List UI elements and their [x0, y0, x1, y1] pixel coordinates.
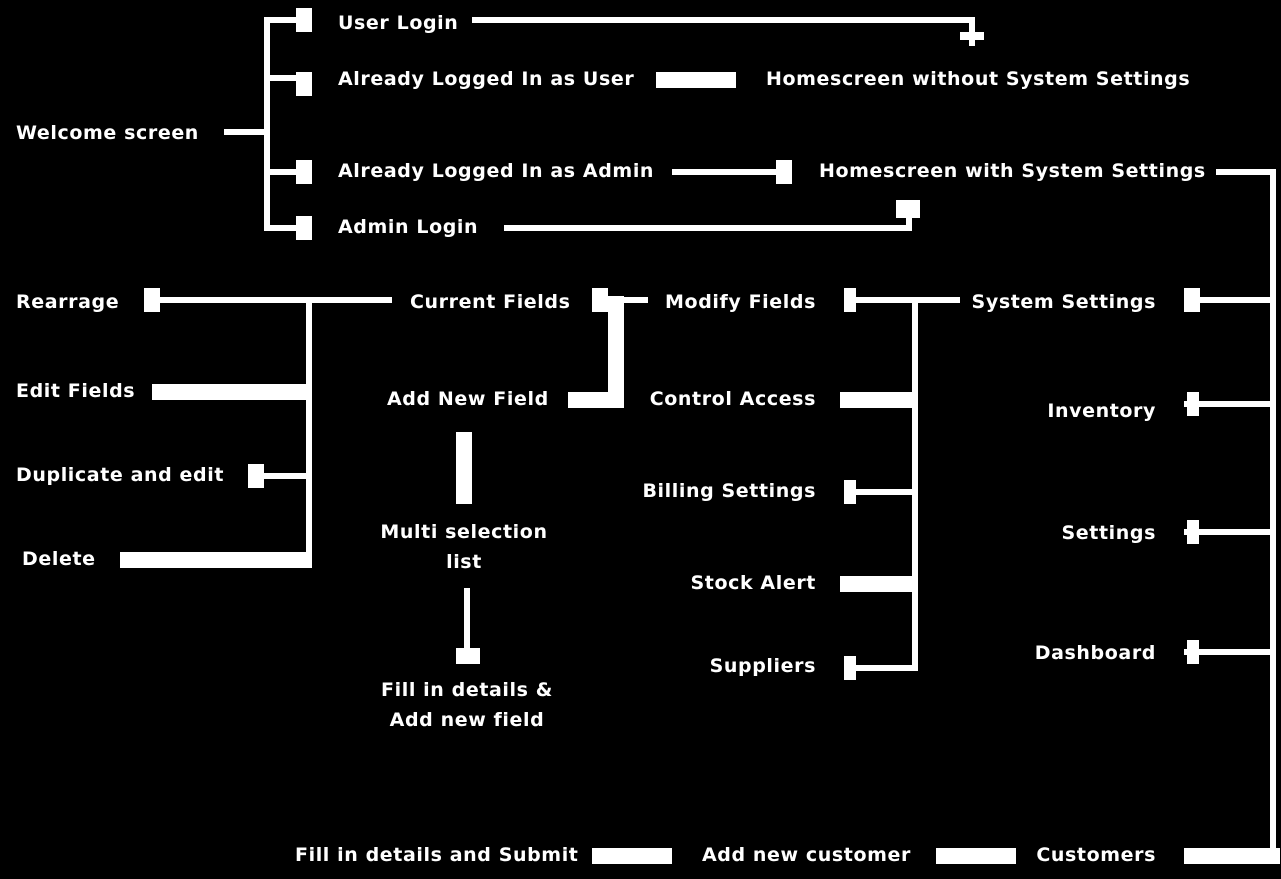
homescreen-with-settings-node: Homescreen with System Settings	[819, 160, 1206, 182]
edit-fields-node: Edit Fields	[16, 380, 136, 402]
stock-alert-node: Stock Alert	[690, 572, 816, 594]
welcome-screen-node: Welcome screen	[16, 122, 199, 144]
customers-node: Customers	[1036, 844, 1156, 866]
billing-settings-node: Billing Settings	[642, 480, 816, 502]
fill-details-add-field-node: Fill in details & Add new field	[381, 679, 553, 731]
duplicate-edit-node: Duplicate and edit	[16, 464, 225, 486]
logged-in-admin-node: Already Logged In as Admin	[338, 160, 655, 182]
homescreen-without-settings-node: Homescreen without System Settings	[766, 68, 1191, 90]
delete-node: Delete	[22, 548, 96, 570]
add-new-field-node: Add New Field	[387, 388, 549, 410]
inventory-node: Inventory	[1047, 400, 1156, 422]
dashboard-node: Dashboard	[1034, 642, 1156, 664]
settings-node: Settings	[1061, 522, 1156, 544]
system-settings-node: System Settings	[971, 291, 1156, 313]
current-fields-node: Current Fields	[410, 291, 571, 313]
logged-in-user-node: Already Logged In as User	[338, 68, 635, 90]
add-new-customer-node: Add new customer	[702, 844, 911, 866]
modify-fields-node: Modify Fields	[665, 291, 816, 313]
user-login-node: User Login	[338, 12, 459, 34]
multi-selection-list-node: Multi selection list	[380, 521, 548, 573]
rearrage-node: Rearrage	[16, 291, 120, 313]
suppliers-node: Suppliers	[709, 655, 816, 677]
admin-login-node: Admin Login	[338, 216, 479, 238]
fill-details-submit-node: Fill in details and Submit	[295, 844, 579, 866]
control-access-node: Control Access	[649, 388, 816, 410]
